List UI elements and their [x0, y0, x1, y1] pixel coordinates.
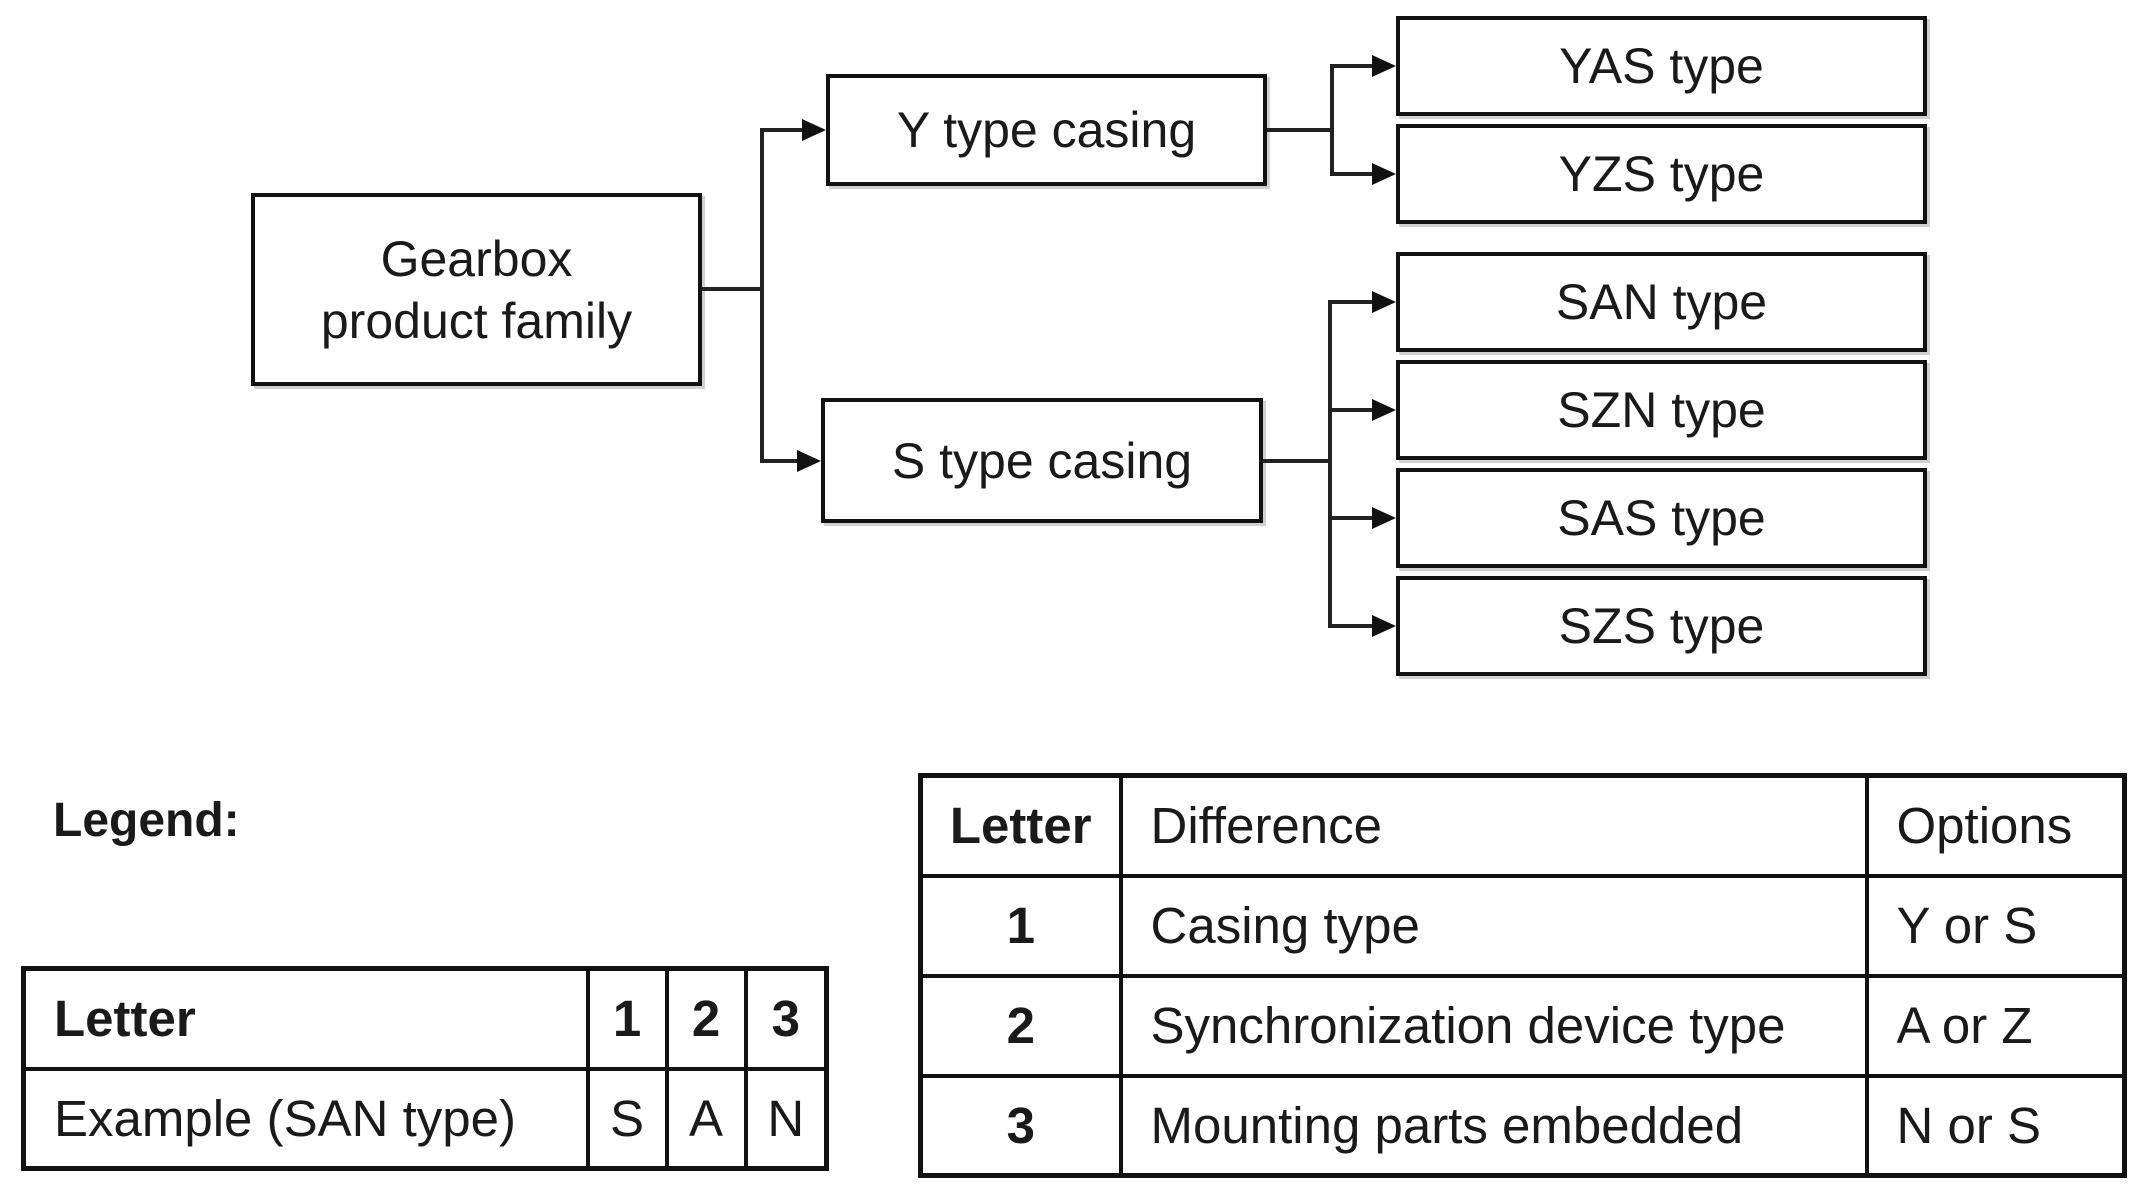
node-label: SZS type [1558, 598, 1765, 654]
table-row: Letter 1 2 3 [21, 966, 829, 1071]
table-row: 3 Mounting parts embedded N or S [918, 1073, 2127, 1178]
connector-line [1267, 128, 1334, 132]
example-row-label: Example (SAN type) [21, 1066, 590, 1171]
connector-line [760, 128, 804, 132]
connector-line [1328, 300, 1374, 304]
connector-line [1328, 624, 1374, 628]
node-label: S type casing [891, 432, 1193, 489]
arrowhead-icon [1372, 399, 1396, 421]
connector-line [1328, 300, 1332, 628]
node-label: SAN type [1555, 274, 1768, 330]
legend-title: Legend: [53, 794, 240, 847]
difference-row-options: N or S [1864, 1073, 2127, 1178]
difference-row-letter: 1 [918, 873, 1123, 978]
example-table-header-letter: Letter [21, 966, 590, 1071]
example-row-letter-3: N [743, 1066, 829, 1171]
difference-row-options: Y or S [1864, 873, 2127, 978]
node-label: YAS type [1559, 38, 1764, 94]
arrowhead-icon [1372, 55, 1396, 77]
table-row: 2 Synchronization device type A or Z [918, 973, 2127, 1078]
connector-line [760, 128, 764, 463]
example-row-letter-2: A [664, 1066, 748, 1171]
difference-row-options: A or Z [1864, 973, 2127, 1078]
difference-row-diff: Mounting parts embedded [1118, 1073, 1869, 1178]
node-label-line1: Gearbox [380, 230, 573, 287]
connector-line [1328, 408, 1374, 412]
connector-line [702, 287, 764, 291]
table-row: Example (SAN type) S A N [21, 1066, 829, 1171]
difference-row-diff: Synchronization device type [1118, 973, 1869, 1078]
connector-line [1328, 516, 1374, 520]
node-label: Y type casing [896, 102, 1197, 158]
difference-table-header-letter: Letter [918, 773, 1123, 878]
node-label-line2: product family [320, 292, 633, 349]
node-szs-type: SZS type [1396, 576, 1927, 676]
difference-table-header-difference: Difference [1118, 773, 1869, 878]
legend-example-table: Letter 1 2 3 Example (SAN type) S A N [21, 966, 829, 1171]
node-s-type-casing: S type casing [821, 398, 1263, 523]
node-y-type-casing: Y type casing [826, 74, 1267, 186]
difference-row-letter: 3 [918, 1073, 1123, 1178]
arrowhead-icon [1372, 291, 1396, 313]
connector-line [760, 459, 800, 463]
node-label: YZS type [1558, 146, 1765, 202]
node-label: SZN type [1557, 382, 1766, 438]
node-san-type: SAN type [1396, 252, 1927, 352]
example-table-header-2: 2 [664, 966, 748, 1071]
connector-line [1330, 64, 1334, 176]
connector-line [1330, 64, 1374, 68]
node-gearbox-product-family: Gearbox product family [251, 193, 702, 386]
node-label: SAS type [1557, 490, 1766, 546]
node-szn-type: SZN type [1396, 360, 1927, 460]
arrowhead-icon [1372, 507, 1396, 529]
difference-row-letter: 2 [918, 973, 1123, 1078]
example-table-header-1: 1 [585, 966, 669, 1071]
arrowhead-icon [802, 119, 826, 141]
node-yas-type: YAS type [1396, 16, 1927, 116]
legend-difference-table: Letter Difference Options 1 Casing type … [918, 773, 2127, 1178]
difference-table-header-options: Options [1864, 773, 2127, 878]
connector-line [1330, 172, 1374, 176]
difference-row-diff: Casing type [1118, 873, 1869, 978]
node-sas-type: SAS type [1396, 468, 1927, 568]
arrowhead-icon [1372, 615, 1396, 637]
table-row: Letter Difference Options [918, 773, 2127, 878]
table-row: 1 Casing type Y or S [918, 873, 2127, 978]
example-row-letter-1: S [585, 1066, 669, 1171]
example-table-header-3: 3 [743, 966, 829, 1071]
arrowhead-icon [797, 450, 821, 472]
node-yzs-type: YZS type [1396, 124, 1927, 224]
connector-line [1263, 459, 1332, 463]
arrowhead-icon [1372, 163, 1396, 185]
